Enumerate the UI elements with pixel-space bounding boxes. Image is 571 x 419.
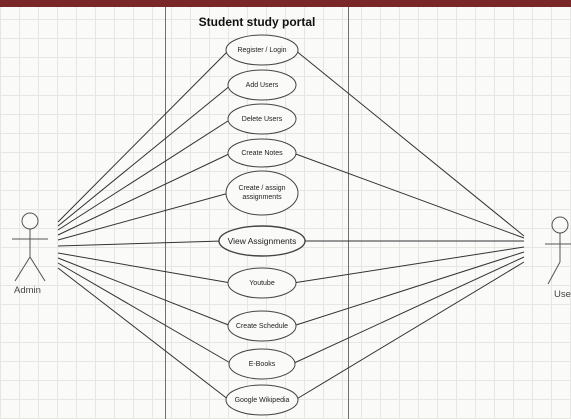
- association-user-register-login: [294, 49, 525, 237]
- use-case-label-youtube: Youtube: [249, 279, 275, 287]
- user-actor-label: User: [554, 289, 571, 300]
- association-admin-delete-users: [57, 118, 232, 231]
- use-case-label-create-notes: Create Notes: [241, 149, 283, 157]
- use-case-label-add-users: Add Users: [245, 81, 279, 89]
- use-case-view-assignments[interactable]: [218, 225, 306, 257]
- use-case-google-wikipedia[interactable]: [225, 384, 299, 416]
- use-case-create-schedule[interactable]: [227, 310, 297, 342]
- user-actor-figure: [545, 216, 571, 285]
- use-case-delete-users[interactable]: [227, 103, 297, 135]
- top-border-bar: [0, 0, 571, 7]
- use-case-youtube[interactable]: [227, 267, 297, 299]
- use-case-create-assign-assignments[interactable]: [225, 170, 299, 216]
- association-admin-view-assignments: [57, 240, 223, 247]
- association-admin-google-wikipedia: [57, 267, 230, 401]
- use-case-register-login[interactable]: [225, 34, 299, 66]
- association-admin-create-schedule: [57, 257, 232, 327]
- association-admin-youtube: [57, 252, 232, 284]
- association-user-google-wikipedia: [294, 261, 525, 401]
- use-case-label-view-assignments: View Assignments: [227, 235, 297, 246]
- use-case-label-register-login: Register / Login: [237, 46, 287, 54]
- association-user-create-notes: [292, 152, 525, 239]
- use-case-label-create-assign-assignments: Create / assign assignments: [238, 185, 286, 201]
- association-admin-create-assign-assignments: [57, 192, 230, 241]
- use-case-ellipses: [218, 34, 306, 416]
- association-user-e-books: [291, 256, 525, 365]
- system-boundary: [165, 7, 349, 419]
- association-admin-register-login: [57, 49, 230, 223]
- association-lines: [57, 49, 525, 401]
- use-case-e-books[interactable]: [228, 348, 296, 380]
- association-admin-create-notes: [57, 152, 232, 236]
- diagram-title: Student study portal: [198, 15, 316, 29]
- admin-actor-label: Admin: [14, 285, 41, 296]
- use-case-label-delete-users: Delete Users: [241, 115, 283, 123]
- association-admin-add-users: [57, 84, 232, 227]
- use-case-label-e-books: E-Books: [248, 360, 276, 368]
- admin-actor-figure: [12, 212, 48, 282]
- association-admin-e-books: [57, 262, 233, 365]
- association-user-create-schedule: [292, 251, 525, 327]
- use-case-create-notes[interactable]: [227, 138, 297, 168]
- use-case-label-create-schedule: Create Schedule: [235, 322, 289, 330]
- use-case-add-users[interactable]: [227, 69, 297, 101]
- use-case-label-google-wikipedia: Google Wikipedia: [234, 396, 290, 404]
- association-user-youtube: [292, 246, 525, 284]
